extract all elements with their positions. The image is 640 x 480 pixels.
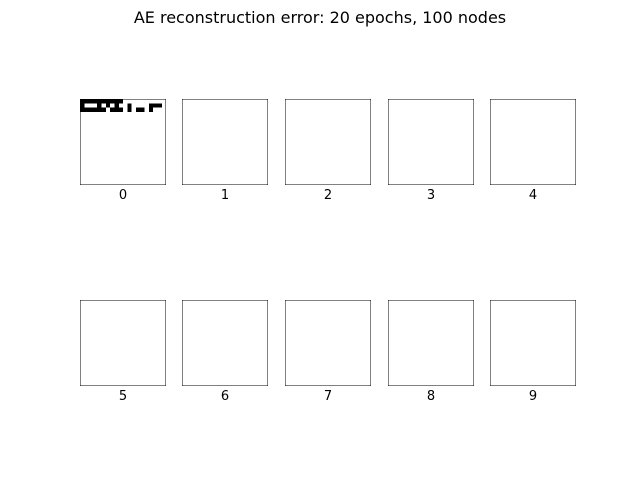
heatmap-svg-4 — [490, 99, 576, 185]
panel-label-9: 9 — [528, 389, 538, 404]
heatmap-cell — [92, 99, 98, 104]
heatmap-background — [490, 99, 576, 185]
heatmap-cell — [148, 103, 154, 108]
heatmap-background — [285, 99, 371, 185]
heatmap-panel-7 — [285, 300, 371, 386]
heatmap-panel-5 — [80, 300, 166, 386]
heatmap-cell — [148, 107, 154, 112]
heatmap-svg-6 — [182, 300, 268, 386]
heatmap-cell — [153, 103, 158, 108]
heatmap-svg-0 — [80, 99, 166, 185]
heatmap-cell — [118, 107, 124, 112]
panel-frame — [80, 99, 166, 185]
heatmap-cell — [80, 103, 85, 108]
heatmap-background — [182, 99, 268, 185]
panel-frame — [182, 300, 268, 386]
heatmap-cell — [114, 103, 119, 108]
heatmap-background — [285, 300, 371, 386]
chart-title: AE reconstruction error: 20 epochs, 100 … — [133, 8, 507, 27]
heatmap-background — [490, 300, 576, 386]
heatmap-cell — [97, 103, 102, 108]
heatmap-svg-7 — [285, 300, 371, 386]
panel-label-0: 0 — [118, 188, 128, 203]
heatmap-cell — [105, 103, 111, 108]
heatmap-panel-9 — [490, 300, 576, 386]
heatmap-svg-8 — [388, 300, 474, 386]
heatmap-cell — [118, 99, 124, 104]
panel-frame — [388, 300, 474, 386]
panel-label-1: 1 — [220, 188, 230, 203]
heatmap-panel-8 — [388, 300, 474, 386]
heatmap-panel-1 — [182, 99, 268, 185]
heatmap-cell — [105, 99, 111, 104]
heatmap-cell — [84, 99, 89, 104]
heatmap-cell — [140, 107, 145, 112]
heatmap-svg-2 — [285, 99, 371, 185]
panel-label-8: 8 — [426, 389, 436, 404]
panel-label-6: 6 — [220, 389, 230, 404]
heatmap-cell — [97, 99, 102, 104]
heatmap-svg-1 — [182, 99, 268, 185]
heatmap-panel-6 — [182, 300, 268, 386]
panel-label-5: 5 — [118, 389, 128, 404]
heatmap-cell — [101, 107, 106, 112]
heatmap-background — [388, 99, 474, 185]
heatmap-cell — [127, 103, 132, 108]
heatmap-background — [388, 300, 474, 386]
heatmap-cell — [135, 107, 141, 112]
heatmap-cell — [84, 107, 89, 112]
panel-frame — [388, 99, 474, 185]
heatmap-cell — [80, 107, 85, 112]
heatmap-svg-9 — [490, 300, 576, 386]
heatmap-background — [80, 99, 166, 185]
panel-label-4: 4 — [528, 188, 538, 203]
panel-frame — [182, 99, 268, 185]
heatmap-cell — [97, 107, 102, 112]
heatmap-cell — [88, 107, 93, 112]
heatmap-panel-4 — [490, 99, 576, 185]
panel-frame — [490, 99, 576, 185]
panel-frame — [285, 300, 371, 386]
heatmap-cell — [114, 99, 119, 104]
heatmap-cell — [157, 103, 162, 108]
heatmap-panel-3 — [388, 99, 474, 185]
heatmap-cell — [80, 99, 85, 104]
heatmap-panel-0 — [80, 99, 166, 185]
heatmap-cell — [110, 107, 115, 112]
panel-label-7: 7 — [323, 389, 333, 404]
heatmap-cell — [101, 99, 106, 104]
heatmap-cell — [114, 107, 119, 112]
panel-frame — [80, 300, 166, 386]
heatmap-background — [80, 300, 166, 386]
panel-label-3: 3 — [426, 188, 436, 203]
heatmap-cell — [127, 107, 132, 112]
heatmap-svg-5 — [80, 300, 166, 386]
heatmap-cell — [110, 99, 115, 104]
panel-frame — [285, 99, 371, 185]
heatmap-background — [182, 300, 268, 386]
panel-label-2: 2 — [323, 188, 333, 203]
heatmap-svg-3 — [388, 99, 474, 185]
panel-frame — [490, 300, 576, 386]
heatmap-panel-2 — [285, 99, 371, 185]
heatmap-cell — [92, 107, 98, 112]
heatmap-cell — [88, 99, 93, 104]
